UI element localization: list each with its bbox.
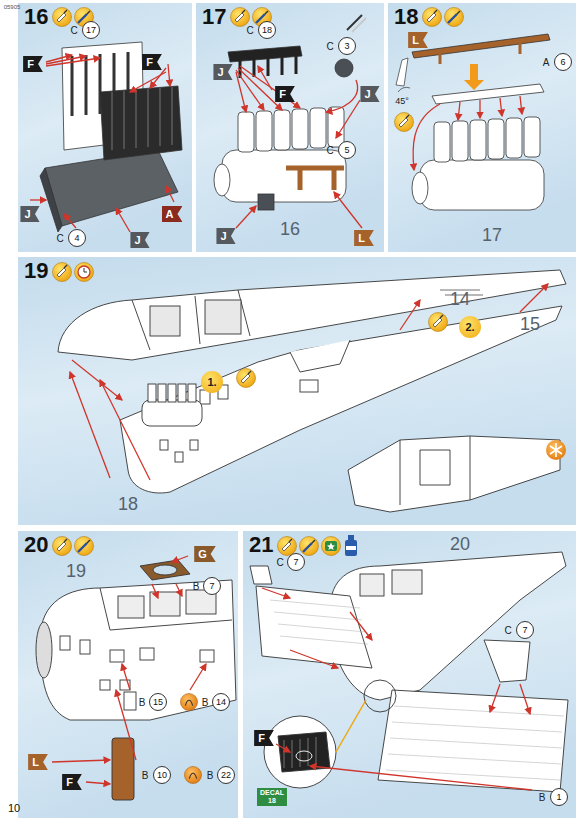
part-number: 19 xyxy=(66,562,86,582)
part-letter: C xyxy=(276,557,283,568)
callout-number: 22 xyxy=(217,766,235,784)
part-letter: B xyxy=(139,697,146,708)
part-letter: C xyxy=(246,25,253,36)
part-number: 20 xyxy=(450,535,470,555)
callout-number: 7 xyxy=(203,577,221,595)
step-number: 16 xyxy=(24,5,48,29)
part-letter: C xyxy=(326,41,333,52)
angle-label: 45° xyxy=(395,97,409,107)
part-letter: C xyxy=(70,25,77,36)
callout-number: 7 xyxy=(287,553,305,571)
callout-number: 6 xyxy=(554,53,572,71)
callout-number: 18 xyxy=(258,21,276,39)
part-number: 17 xyxy=(482,226,502,246)
step-panel: 20 xyxy=(18,531,238,818)
step-number: 17 xyxy=(202,5,226,29)
part-number: 18 xyxy=(118,495,138,515)
part-number: 15 xyxy=(520,315,540,335)
part-letter: C xyxy=(504,625,511,636)
part-number: 16 xyxy=(280,220,300,240)
callout-number: 14 xyxy=(212,693,230,711)
step-number: 18 xyxy=(394,5,418,29)
decal-tag: DECAL 18 xyxy=(257,788,287,805)
callout-number: 4 xyxy=(68,229,86,247)
order-number: 1. xyxy=(201,371,223,393)
page-number: 10 xyxy=(8,802,20,814)
callout-number: 5 xyxy=(338,141,356,159)
part-number: 14 xyxy=(450,290,470,310)
step-panel: 19 xyxy=(18,257,576,525)
part-letter: B xyxy=(207,770,214,781)
callout-number: 15 xyxy=(149,693,167,711)
part-letter: C xyxy=(326,145,333,156)
order-number: 2. xyxy=(459,316,481,338)
part-letter: C xyxy=(56,233,63,244)
part-letter: B xyxy=(539,792,546,803)
callout-number: 1 xyxy=(550,788,568,806)
callout-number: 17 xyxy=(82,21,100,39)
step-number: 20 xyxy=(24,533,48,557)
step-number: 19 xyxy=(24,259,48,283)
step-number: 21 xyxy=(249,533,273,557)
step-panel: 21 xyxy=(243,531,576,818)
callout-number: 10 xyxy=(153,766,171,784)
part-letter: A xyxy=(543,57,550,68)
kit-number: 05905 xyxy=(4,4,21,11)
callout-number: 3 xyxy=(338,37,356,55)
part-letter: B xyxy=(193,581,200,592)
callout-number: 7 xyxy=(516,621,534,639)
step-panel: 17 xyxy=(196,3,384,252)
part-letter: B xyxy=(202,697,209,708)
part-letter: B xyxy=(142,770,149,781)
